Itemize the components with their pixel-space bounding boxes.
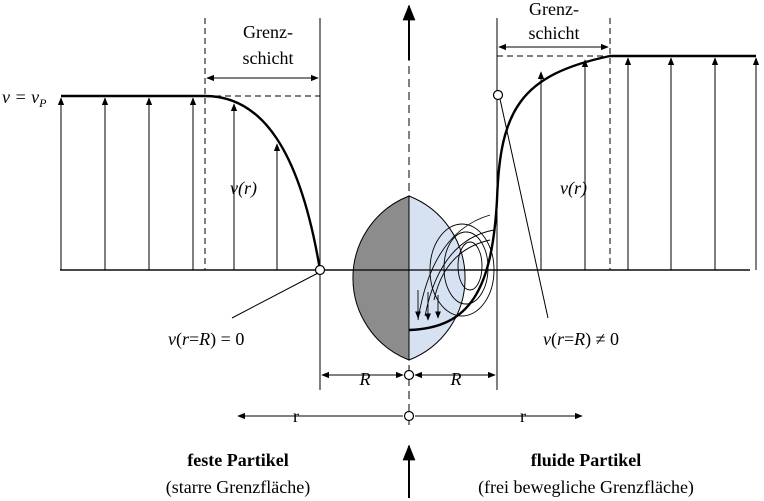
r-label-left: r	[293, 406, 299, 426]
right-condition-label: v(r=R) ≠ 0	[543, 329, 619, 350]
right-boundary-label-line2: schicht	[529, 23, 580, 43]
right-surface-point	[492, 89, 504, 101]
left-title: feste Partikel	[187, 450, 288, 470]
left-condition-leader	[231, 272, 319, 319]
left-velocity-arrows	[57, 97, 281, 270]
r-label-right: r	[520, 406, 526, 426]
right-profile-label: v(r)	[560, 178, 587, 199]
left-velocity-profile	[61, 94, 322, 271]
radius-label-right: R	[450, 369, 462, 389]
internal-circulation	[415, 214, 495, 321]
right-title: fluide Partikel	[531, 450, 642, 470]
left-subtitle: (starre Grenzfläche)	[166, 477, 310, 498]
right-velocity-arrows	[537, 57, 760, 270]
particle-velocity-label: v = vP	[2, 87, 47, 110]
r-origin-point	[403, 410, 415, 422]
right-subtitle: (frei bewegliche Grenzfläche)	[478, 477, 694, 498]
left-boundary-label-line1: Grenz-	[243, 22, 293, 42]
right-condition-leader	[499, 98, 549, 319]
radius-label-left: R	[359, 369, 371, 389]
left-profile-label: v(r)	[230, 178, 257, 199]
radius-center-point	[403, 369, 415, 381]
left-boundary-label-line2: schicht	[243, 48, 294, 68]
right-boundary-label-line1: Grenz-	[529, 0, 579, 19]
left-surface-point	[314, 264, 326, 276]
left-condition-label: v(r=R) = 0	[168, 329, 244, 350]
solid-particle-half	[352, 195, 410, 361]
